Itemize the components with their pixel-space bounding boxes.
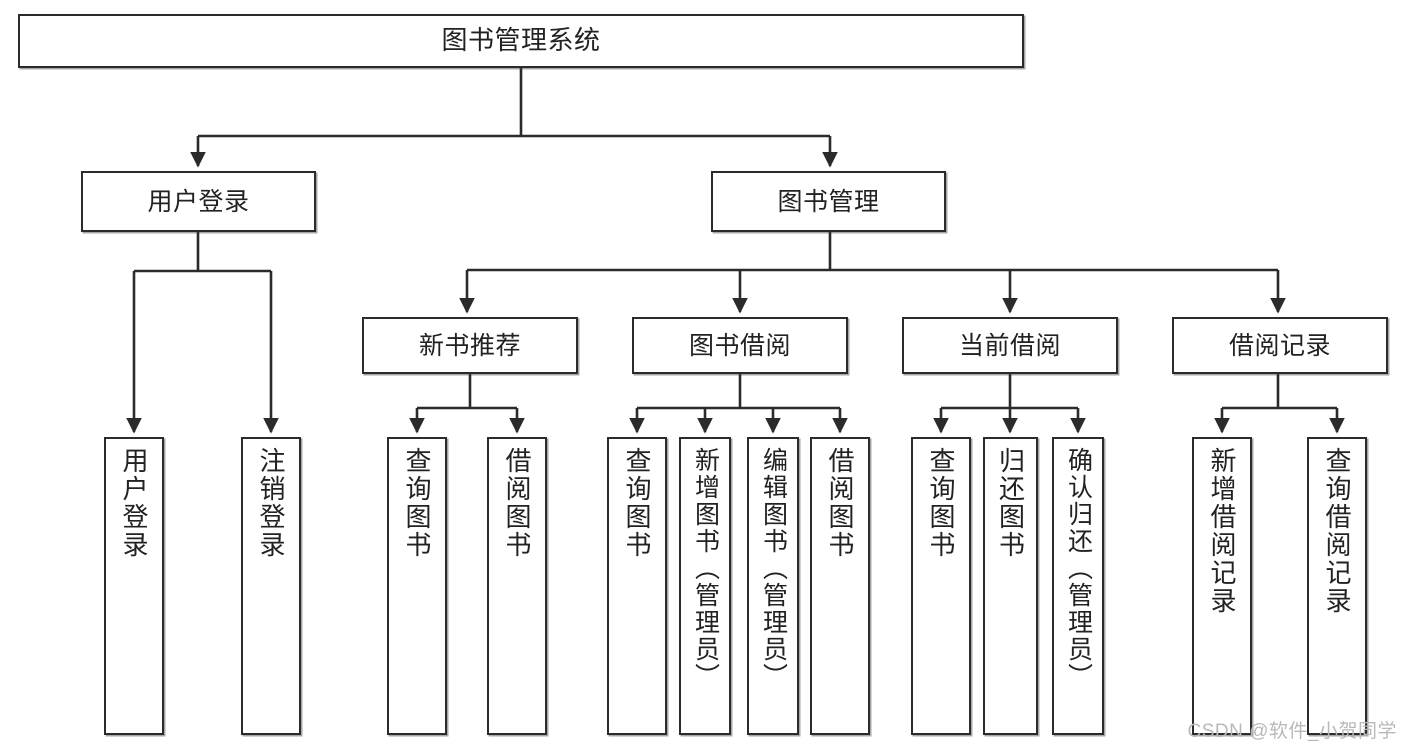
node-label: 查询图书 xyxy=(402,447,432,559)
node-new-book-recommend[interactable]: 新书推荐 xyxy=(362,317,578,374)
node-label: 新增借阅记录 xyxy=(1207,447,1237,615)
node-label: 新增图书（管理员） xyxy=(691,447,720,690)
node-label: 借阅图书 xyxy=(825,447,855,559)
node-leaf-borrow-book-recommend[interactable]: 借阅图书 xyxy=(487,437,547,735)
node-label: 确认归还（管理员） xyxy=(1064,447,1093,690)
node-label: 新书推荐 xyxy=(418,331,521,360)
node-label: 用户登录 xyxy=(119,447,149,559)
node-label: 图书管理 xyxy=(777,187,880,216)
node-leaf-query-book-borrow[interactable]: 查询图书 xyxy=(607,437,667,735)
node-leaf-confirm-return[interactable]: 确认归还（管理员） xyxy=(1052,437,1104,735)
node-book-borrow[interactable]: 图书借阅 xyxy=(632,317,848,374)
node-leaf-edit-book[interactable]: 编辑图书（管理员） xyxy=(747,437,799,735)
node-label: 查询图书 xyxy=(622,447,652,559)
node-label: 用户登录 xyxy=(147,187,250,216)
node-leaf-user-login[interactable]: 用户登录 xyxy=(104,437,164,735)
node-leaf-query-borrow-record[interactable]: 查询借阅记录 xyxy=(1307,437,1367,735)
node-label: 借阅图书 xyxy=(502,447,532,559)
node-leaf-user-logout[interactable]: 注销登录 xyxy=(241,437,301,735)
node-book-management[interactable]: 图书管理 xyxy=(711,171,946,232)
node-label: 查询借阅记录 xyxy=(1322,447,1352,615)
node-label: 当前借阅 xyxy=(958,331,1061,360)
node-label: 图书借阅 xyxy=(688,331,791,360)
node-label: 图书管理系统 xyxy=(441,25,601,56)
node-label: 借阅记录 xyxy=(1228,331,1331,360)
node-label: 归还图书 xyxy=(995,447,1026,559)
node-leaf-borrow-book[interactable]: 借阅图书 xyxy=(810,437,870,735)
node-leaf-add-borrow-record[interactable]: 新增借阅记录 xyxy=(1192,437,1252,735)
node-borrow-record[interactable]: 借阅记录 xyxy=(1172,317,1388,374)
node-leaf-query-book-recommend[interactable]: 查询图书 xyxy=(387,437,447,735)
csdn-watermark: CSDN @软件_小贺同学 xyxy=(1187,721,1397,742)
node-leaf-query-book-current[interactable]: 查询图书 xyxy=(911,437,971,735)
node-label: 编辑图书（管理员） xyxy=(759,447,788,690)
node-user-login[interactable]: 用户登录 xyxy=(81,171,316,232)
node-label: 注销登录 xyxy=(256,447,286,559)
node-label: 查询图书 xyxy=(926,447,956,559)
node-leaf-return-book[interactable]: 归还图书 xyxy=(983,437,1038,735)
node-current-borrow[interactable]: 当前借阅 xyxy=(902,317,1118,374)
node-root-book-management-system[interactable]: 图书管理系统 xyxy=(18,14,1024,68)
node-leaf-add-book[interactable]: 新增图书（管理员） xyxy=(679,437,731,735)
